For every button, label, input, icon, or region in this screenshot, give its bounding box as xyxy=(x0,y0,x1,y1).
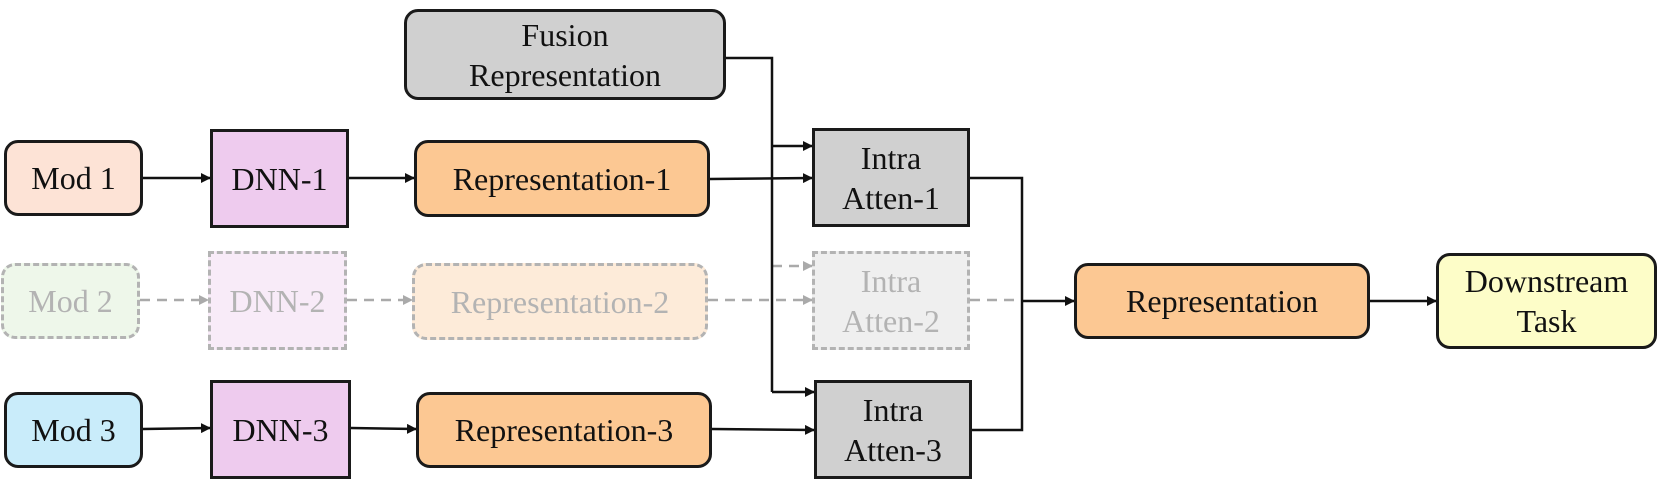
arrow-rep1-att1 xyxy=(709,173,813,184)
dnn1-node: DNN-1 xyxy=(210,129,349,228)
line-att1-merge xyxy=(970,176,1024,432)
mod3-node: Mod 3 xyxy=(4,392,143,468)
arrow-mod3-dnn3 xyxy=(142,423,211,434)
representation-node: Representation xyxy=(1074,263,1370,339)
representation-1-node: Representation-1 xyxy=(414,140,710,217)
mod1-node: Mod 1 xyxy=(4,140,143,216)
representation-2-node: Representation-2 xyxy=(412,263,708,340)
dnn3-node: DNN-3 xyxy=(210,380,351,479)
downstream-task-node: Downstream Task xyxy=(1436,253,1657,349)
intra-attention-1-node: Intra Atten-1 xyxy=(812,128,970,227)
dnn2-node: DNN-2 xyxy=(208,251,347,350)
intra-attention-3-node: Intra Atten-3 xyxy=(814,380,972,479)
intra-attention-2-node: Intra Atten-2 xyxy=(812,251,970,350)
arrow-rep3-att3 xyxy=(711,424,815,435)
representation-3-node: Representation-3 xyxy=(416,392,712,468)
mod2-node: Mod 2 xyxy=(1,263,140,339)
arrow-dnn3-rep3 xyxy=(350,423,417,434)
line-fusion-trunk xyxy=(725,56,774,392)
fusion-representation-node: Fusion Representation xyxy=(404,9,726,100)
